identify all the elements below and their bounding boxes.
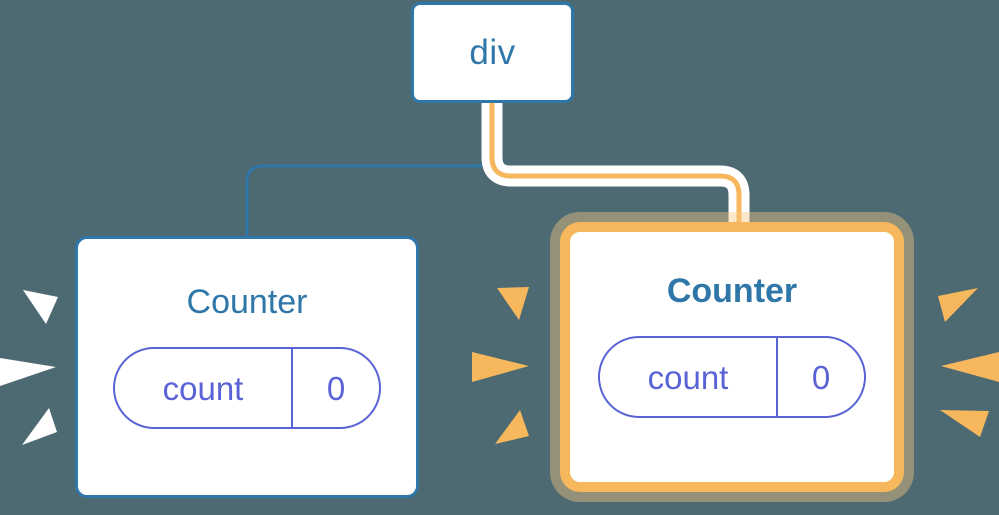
state-value-label: 0 <box>291 349 379 427</box>
node-counter-right[interactable]: Counter count 0 <box>560 222 904 492</box>
edge-div-to-counter-right-halo <box>481 103 750 228</box>
burst-ray-middle <box>472 352 529 382</box>
burst-ray-upper <box>23 290 58 324</box>
burst-left-counter-right-side <box>472 287 529 444</box>
burst-right-counter-right-side <box>938 288 999 437</box>
state-pill-counter-right: count 0 <box>598 336 866 418</box>
burst-ray-upper <box>938 288 978 322</box>
state-value-label: 0 <box>776 338 864 416</box>
burst-left-counter-left-side <box>0 290 58 445</box>
burst-ray-middle <box>941 352 999 382</box>
node-counter-right-label: Counter <box>666 272 798 310</box>
node-counter-left[interactable]: Counter count 0 <box>75 236 419 498</box>
state-pill-counter-left: count 0 <box>113 347 381 429</box>
state-key-label: count <box>647 358 729 396</box>
node-div[interactable]: div <box>411 2 574 103</box>
node-div-label: div <box>469 33 516 72</box>
state-key-label: count <box>162 369 244 407</box>
burst-ray-lower <box>495 410 529 444</box>
burst-ray-lower <box>22 408 57 445</box>
burst-ray-upper <box>497 287 529 320</box>
node-counter-left-label: Counter <box>186 283 308 321</box>
edge-div-to-counter-left <box>245 103 494 238</box>
edge-div-to-counter-right <box>489 103 742 228</box>
burst-ray-middle <box>0 358 56 386</box>
burst-ray-lower <box>940 410 989 437</box>
